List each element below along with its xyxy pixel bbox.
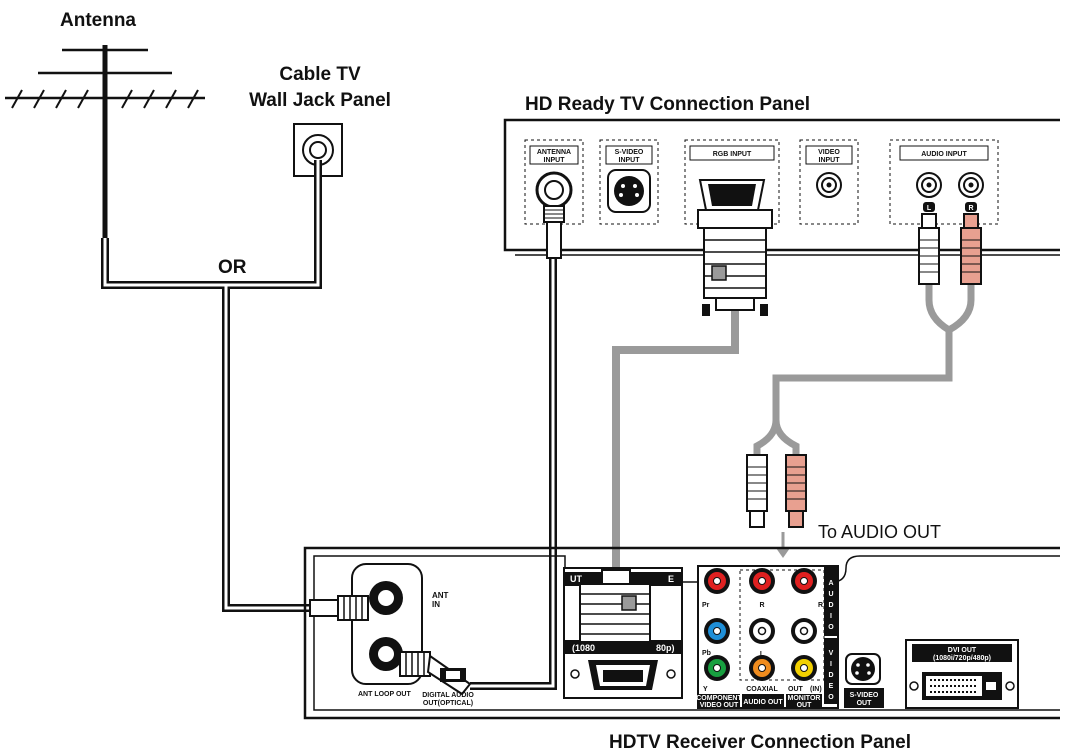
rgb-cable <box>612 305 739 570</box>
jack-coaxial: COAXIAL <box>746 655 778 693</box>
arrow-down-icon <box>776 532 790 558</box>
svg-text:COAXIAL: COAXIAL <box>746 686 778 693</box>
svg-text:VIDEO: VIDEO <box>828 650 834 701</box>
svg-text:(IN): (IN) <box>810 686 822 693</box>
f-connector-icon <box>543 205 565 259</box>
svg-text:R: R <box>759 602 764 609</box>
digital-audio-port: DIGITAL AUDIO OUT(OPTICAL) <box>422 668 474 707</box>
svg-text:UT: UT <box>570 574 582 584</box>
tv-video-input: VIDEO INPUT <box>799 139 859 225</box>
svg-text:IN: IN <box>432 600 440 609</box>
tv-svideo-input: S-VIDEO INPUT <box>599 139 659 225</box>
svg-text:ANTENNA: ANTENNA <box>537 149 571 156</box>
f-connector-ant-in <box>309 595 369 621</box>
jack-audio-r-right: R <box>791 568 823 609</box>
cable-tv-label-line2: Wall Jack Panel <box>249 90 391 111</box>
svg-text:R: R <box>818 602 823 609</box>
svg-text:MONITOR: MONITOR <box>788 695 821 702</box>
tv-audio-input: AUDIO INPUT L R <box>889 139 999 225</box>
svg-text:DIGITAL AUDIO: DIGITAL AUDIO <box>422 692 474 699</box>
svg-text:L: L <box>760 651 765 658</box>
rgb-plug-tv <box>697 209 773 316</box>
svg-text:AUDIO INPUT: AUDIO INPUT <box>921 151 967 158</box>
svg-text:OUT(OPTICAL): OUT(OPTICAL) <box>423 700 473 707</box>
svg-text:(1080i/720p/480p): (1080i/720p/480p) <box>933 655 991 662</box>
jack-pr: Pr <box>702 568 730 609</box>
svg-text:INPUT: INPUT <box>819 157 841 164</box>
tv-panel-outline <box>503 118 1060 252</box>
rca-plug-l-tv <box>918 213 940 285</box>
or-label: OR <box>218 257 247 278</box>
svg-text:DVI OUT: DVI OUT <box>948 647 977 654</box>
svg-text:E: E <box>668 574 674 584</box>
jack-y: Y <box>703 655 730 693</box>
to-audio-out-label: To AUDIO OUT <box>818 522 941 542</box>
svg-text:OUT: OUT <box>788 686 804 693</box>
svg-text:Pr: Pr <box>702 602 710 609</box>
jack-audio-r-mid: R <box>749 568 775 609</box>
antenna-cable <box>101 160 322 612</box>
svg-text:ANT: ANT <box>432 591 449 600</box>
svg-text:Y: Y <box>703 686 708 693</box>
svg-text:80p): 80p) <box>656 643 675 653</box>
jack-audio-l-mid: L <box>749 618 775 658</box>
svg-text:VIDEO: VIDEO <box>818 149 840 156</box>
receiver-antenna-block: ANT IN ANT LOOP OUT <box>351 563 449 698</box>
svg-text:RGB INPUT: RGB INPUT <box>713 151 752 158</box>
jack-audio-l-right <box>791 618 817 644</box>
svg-text:(1080: (1080 <box>572 643 595 653</box>
rca-plug-r-receiver <box>785 454 807 528</box>
svg-text:R: R <box>968 205 973 212</box>
svg-text:INPUT: INPUT <box>544 157 566 164</box>
svg-text:VIDEO OUT: VIDEO OUT <box>700 702 739 709</box>
tv-panel-title: HD Ready TV Connection Panel <box>525 94 810 115</box>
svg-text:ANT LOOP OUT: ANT LOOP OUT <box>358 691 411 698</box>
receiver-svideo-out: S-VIDEO OUT <box>844 653 884 708</box>
jack-pb: Pb <box>702 618 730 657</box>
receiver-panel-title: HDTV Receiver Connection Panel <box>609 732 911 753</box>
svg-text:AUDIO OUT: AUDIO OUT <box>743 699 783 706</box>
svg-text:OUT: OUT <box>797 702 813 709</box>
svg-text:OUT: OUT <box>857 700 873 707</box>
svg-text:COMPONENT: COMPONENT <box>696 695 742 702</box>
jack-monitor-video: OUT (IN) <box>788 655 822 693</box>
antenna-icon <box>5 45 205 240</box>
svg-text:Pb: Pb <box>702 650 711 657</box>
receiver-panel-outline <box>303 546 1060 720</box>
cable-tv-label-line1: Cable TV <box>279 64 361 85</box>
receiver-dvi-out: DVI OUT (1080i/720p/480p) <box>905 639 1019 709</box>
audio-cable <box>753 284 975 455</box>
rca-plug-l-receiver <box>746 454 768 528</box>
svg-text:S-VIDEO: S-VIDEO <box>850 692 879 699</box>
rca-plug-r-tv <box>960 213 982 285</box>
svg-text:L: L <box>927 205 932 212</box>
svg-text:S-VIDEO: S-VIDEO <box>615 149 644 156</box>
antenna-label: Antenna <box>60 10 136 31</box>
svg-text:INPUT: INPUT <box>619 157 641 164</box>
antenna-loop-cable <box>470 258 557 690</box>
svg-text:AUDIO: AUDIO <box>828 580 834 631</box>
rgb-plug-receiver <box>579 569 651 643</box>
